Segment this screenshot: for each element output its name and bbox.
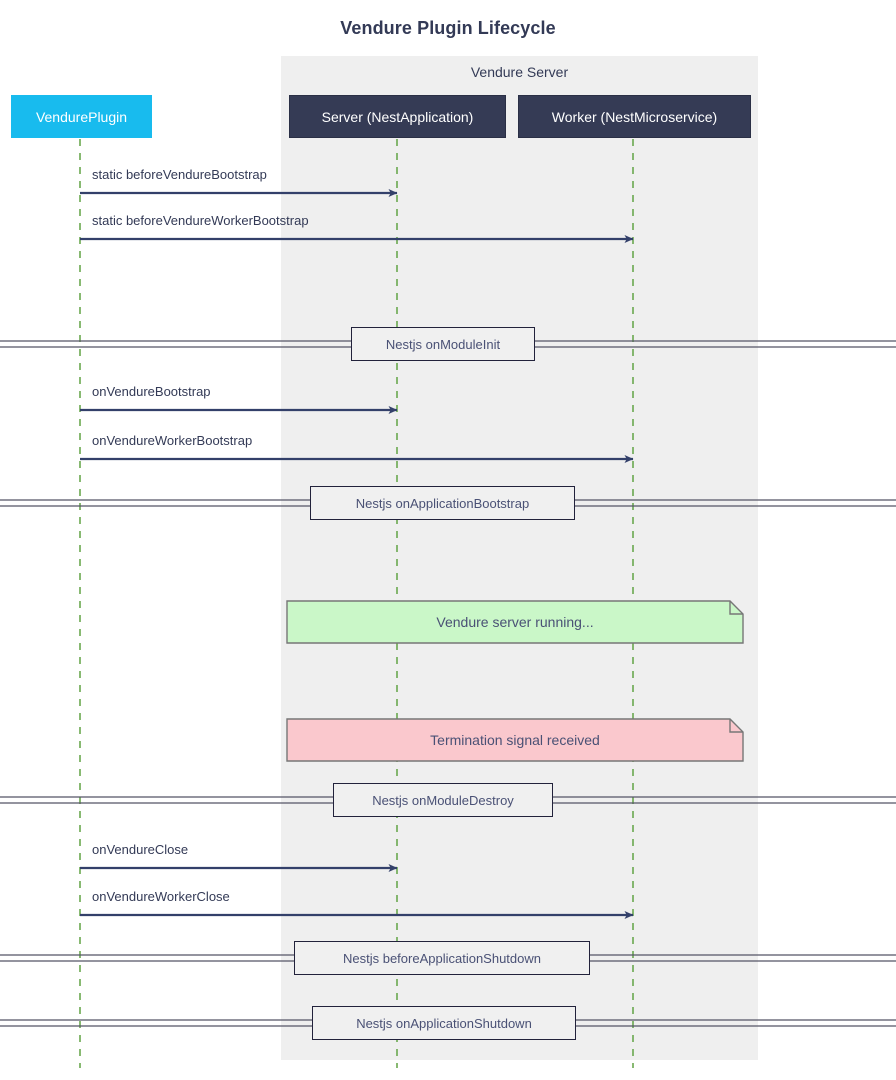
divider-box-onapplicationshutdown[interactable]: Nestjs onApplicationShutdown bbox=[312, 1006, 576, 1040]
message-label: static beforeVendureWorkerBootstrap bbox=[92, 213, 309, 228]
divider-box-onmoduledestroy[interactable]: Nestjs onModuleDestroy bbox=[333, 783, 553, 817]
participant-label: VendurePlugin bbox=[35, 108, 128, 125]
divider-label: Nestjs beforeApplicationShutdown bbox=[342, 950, 541, 966]
message-label: static beforeVendureBootstrap bbox=[92, 167, 267, 182]
page-title: Vendure Plugin Lifecycle bbox=[340, 18, 556, 38]
message-label: onVendureBootstrap bbox=[92, 384, 211, 399]
message-label: onVendureWorkerBootstrap bbox=[92, 433, 253, 448]
message-label: onVendureClose bbox=[92, 842, 189, 857]
divider-label: Nestjs onApplicationBootstrap bbox=[355, 495, 530, 511]
note-shape-0 bbox=[286, 600, 744, 644]
note-shapes-group bbox=[286, 600, 744, 762]
participant-label: Worker (NestMicroservice) bbox=[551, 108, 718, 125]
participant-worker[interactable]: Worker (NestMicroservice) bbox=[518, 95, 751, 138]
note-shape-1 bbox=[286, 718, 744, 762]
divider-label: Nestjs onApplicationShutdown bbox=[356, 1015, 532, 1031]
message-arrows-group bbox=[80, 189, 634, 919]
divider-box-beforeapplicationshutdown[interactable]: Nestjs beforeApplicationShutdown bbox=[294, 941, 590, 975]
participant-vendureplugin[interactable]: VendurePlugin bbox=[11, 95, 152, 138]
group-container-vendure-server bbox=[281, 56, 758, 1060]
message-label: onVendureWorkerClose bbox=[92, 889, 230, 904]
group-label: Vendure Server bbox=[470, 64, 569, 80]
divider-label: Nestjs onModuleDestroy bbox=[372, 792, 514, 808]
participant-label: Server (NestApplication) bbox=[321, 108, 474, 125]
divider-label: Nestjs onModuleInit bbox=[385, 336, 501, 352]
divider-box-onmoduleinit[interactable]: Nestjs onModuleInit bbox=[351, 327, 535, 361]
participant-server[interactable]: Server (NestApplication) bbox=[289, 95, 506, 138]
note-fold-0 bbox=[729, 601, 743, 615]
divider-box-onapplicationbootstrap[interactable]: Nestjs onApplicationBootstrap bbox=[310, 486, 575, 520]
note-fold-1 bbox=[729, 719, 743, 733]
